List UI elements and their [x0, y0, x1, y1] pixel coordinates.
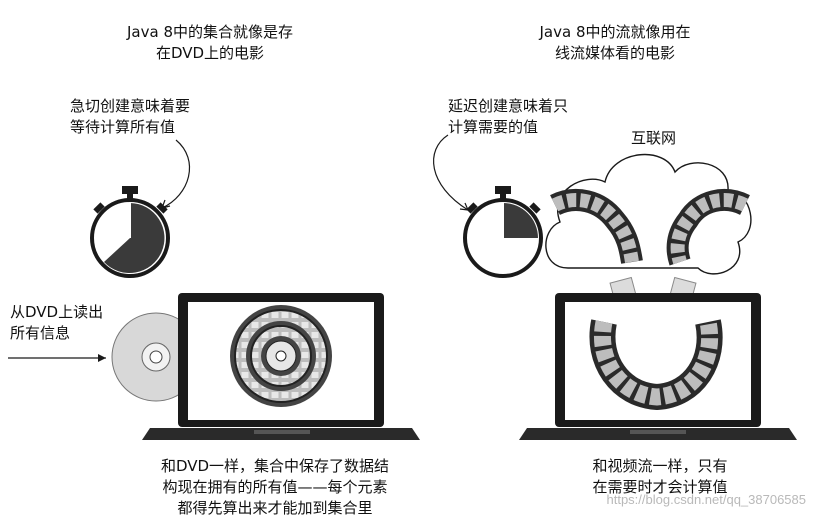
read-dvd-line1: 从DVD上读出: [10, 303, 104, 321]
film-reel-icon: [230, 305, 332, 407]
right-laptop-icon: [519, 293, 797, 440]
eager-arrow: [161, 139, 191, 209]
left-caption: 和DVD一样，集合中保存了数据结 构现在拥有的所有值——每个元素 都得先算出来才…: [140, 456, 410, 519]
left-caption-line1: 和DVD一样，集合中保存了数据结: [160, 457, 390, 475]
eager-label-line1: 急切创建意味着要: [70, 97, 191, 115]
film-u-strip-icon: [589, 319, 723, 411]
lazy-label-line1: 延迟创建意味着只: [448, 97, 569, 115]
internet-cloud-icon: [545, 153, 752, 275]
left-caption-line3: 都得先算出来才能加到集合里: [177, 499, 373, 517]
watermark: https://blog.csdn.net/qq_38706585: [606, 492, 807, 507]
read-dvd-label: 从DVD上读出 所有信息: [10, 302, 103, 344]
left-title-line2: 在DVD上的电影: [155, 44, 265, 62]
lazy-arrow: [433, 134, 469, 211]
right-stopwatch-icon: [463, 186, 543, 278]
lazy-label: 延迟创建意味着只 计算需要的值: [448, 96, 568, 138]
internet-label: 互联网: [631, 129, 677, 147]
right-caption-line1: 和视频流一样，只有: [592, 457, 728, 475]
lazy-label-line2: 计算需要的值: [448, 118, 539, 136]
eager-label: 急切创建意味着要 等待计算所有值: [70, 96, 190, 138]
left-title: Java 8中的集合就像是存 在DVD上的电影: [110, 22, 310, 64]
right-title-line2: 线流媒体看的电影: [554, 44, 675, 62]
left-stopwatch-icon: [90, 186, 170, 278]
right-title-line1: Java 8中的流就像用在: [539, 23, 691, 41]
right-caption: 和视频流一样，只有 在需要时才会计算值: [560, 456, 760, 498]
film-strip-icon: [550, 189, 750, 266]
eager-label-line2: 等待计算所有值: [70, 118, 176, 136]
left-caption-line2: 构现在拥有的所有值——每个元素: [162, 478, 388, 496]
left-title-line1: Java 8中的集合就像是存: [127, 23, 293, 41]
right-title: Java 8中的流就像用在 线流媒体看的电影: [515, 22, 715, 64]
right-caption-line2: 在需要时才会计算值: [592, 478, 728, 496]
read-dvd-line2: 所有信息: [10, 324, 71, 342]
